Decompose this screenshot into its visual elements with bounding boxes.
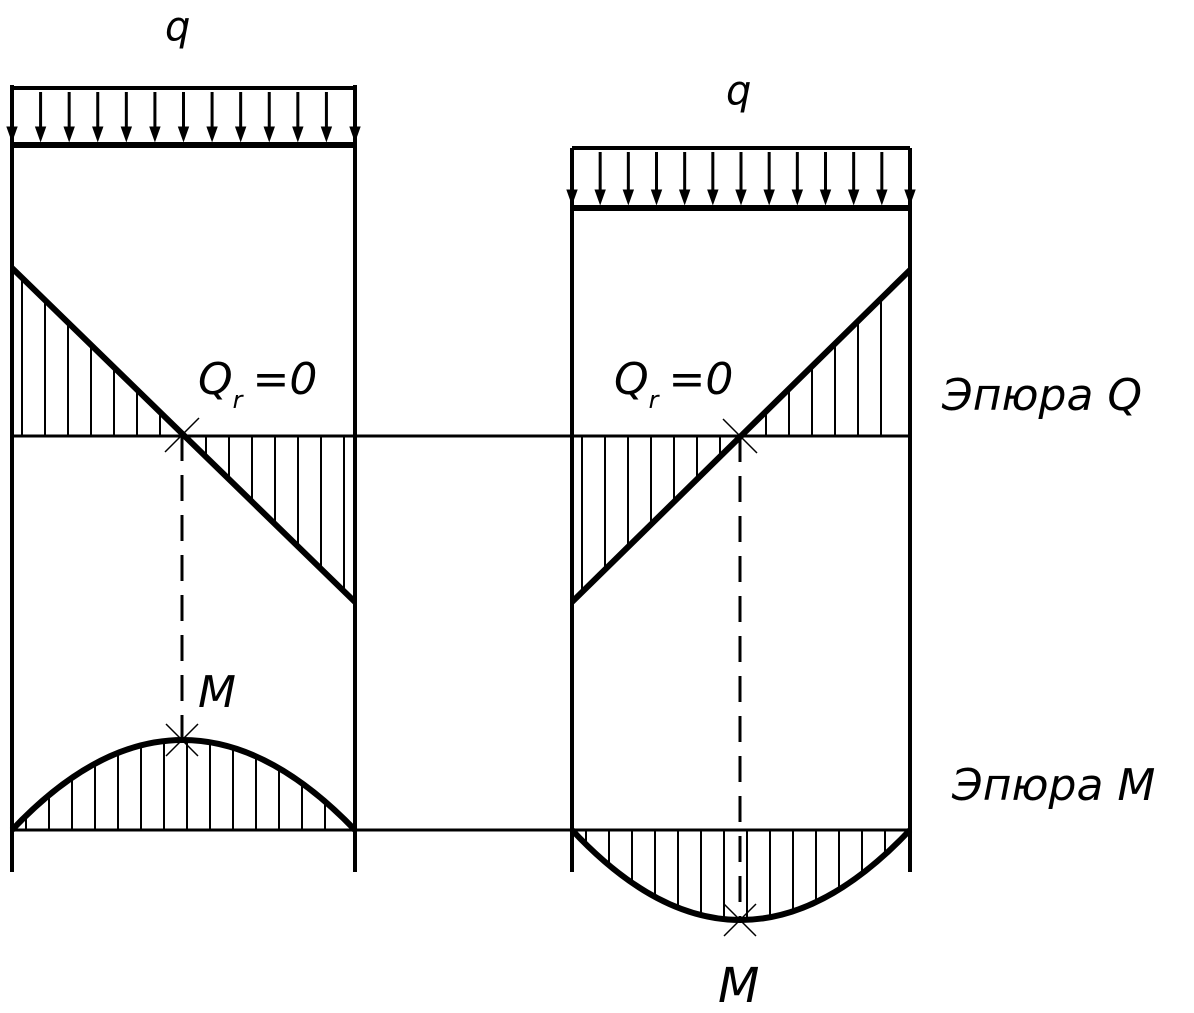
right-moment-max-marker <box>723 903 757 937</box>
right-shear-zero-symbol: Q <box>614 354 649 405</box>
right-load-arrow-head <box>876 189 888 206</box>
left-load-arrows <box>6 92 361 143</box>
left-shear-hatching <box>21 277 345 592</box>
right-moment-diagram <box>569 827 913 937</box>
right-load-arrow-head <box>594 189 606 206</box>
left-load-arrow-head <box>320 126 333 143</box>
left-load-arrow-head <box>34 126 47 143</box>
left-moment-max-marker <box>165 723 199 757</box>
left-beam-diagram: q Qr =0 M <box>6 4 361 872</box>
left-load-arrow-head <box>63 126 75 143</box>
right-load-arrow-head <box>678 189 691 206</box>
right-load-arrow-head <box>763 189 775 206</box>
right-moment-label: M <box>718 958 759 1013</box>
left-load-arrow-head <box>120 126 133 143</box>
left-load-arrow-head <box>149 126 161 143</box>
right-beam-diagram: q Qr =0 M <box>566 68 916 1013</box>
left-load-arrow-head <box>92 126 104 143</box>
right-load-label: q <box>726 68 751 114</box>
right-load-arrow-head <box>791 189 804 206</box>
left-load-arrow-head <box>263 126 275 143</box>
right-shear-zero-label: Qr =0 <box>614 354 733 414</box>
left-shear-zero-subscript: r <box>233 386 245 414</box>
left-moment-hatching <box>25 740 326 830</box>
right-load-arrow-head <box>819 189 832 206</box>
left-load-arrow-head <box>206 126 218 143</box>
left-distributed-load <box>6 86 361 148</box>
right-load-arrows <box>566 152 916 206</box>
left-load-label: q <box>165 4 190 50</box>
left-moment-diagram <box>9 723 358 833</box>
left-load-arrow-head <box>292 126 304 143</box>
left-moment-curve <box>9 737 358 833</box>
shear-diagram-caption: Эпюра Q <box>941 370 1142 421</box>
right-load-arrow-head <box>847 189 860 206</box>
right-distributed-load <box>566 146 916 211</box>
right-load-arrow-head <box>735 189 747 206</box>
left-moment-label: M <box>198 667 236 718</box>
left-shear-zero-label: Qr =0 <box>198 354 317 414</box>
right-load-arrow-head <box>650 189 663 206</box>
left-shear-zero-symbol: Q <box>198 354 233 405</box>
right-load-arrow-head <box>707 189 719 206</box>
right-shear-zero-subscript: r <box>649 386 661 414</box>
right-moment-hatching <box>585 830 886 920</box>
left-load-arrow-head <box>177 126 190 143</box>
right-shear-zero-value: =0 <box>669 354 734 405</box>
left-shear-zero-value: =0 <box>253 354 318 405</box>
moment-diagram-caption: Эпюра M <box>951 760 1155 811</box>
left-load-arrow-head <box>234 126 247 143</box>
right-load-arrow-head <box>622 189 635 206</box>
